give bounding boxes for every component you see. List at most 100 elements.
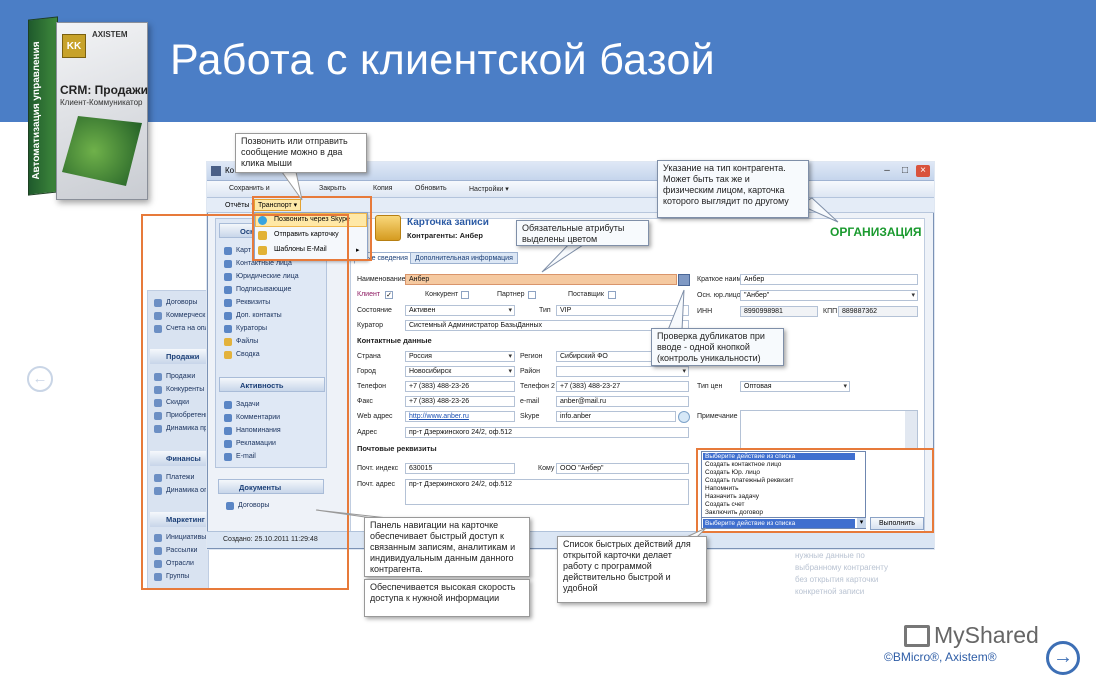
email-field[interactable]: anber@mail.ru <box>556 396 689 407</box>
quick-action-item[interactable]: Создать контактное лицо <box>705 461 782 468</box>
nav-item[interactable]: Подписывающие <box>224 286 291 294</box>
supplier-checkbox[interactable] <box>608 291 616 299</box>
nav-section-documents[interactable]: Документы <box>218 479 324 494</box>
bg-nav-item[interactable]: Группы <box>154 573 189 581</box>
close-icon[interactable]: × <box>916 165 930 177</box>
nav-item[interactable]: Договоры <box>226 502 269 510</box>
address-label: Адрес <box>357 429 378 436</box>
bg-section-marketing[interactable]: Маркетинг <box>150 512 210 527</box>
prev-slide-icon[interactable]: ← <box>27 366 53 392</box>
country-select[interactable]: Россия <box>405 351 515 362</box>
bg-nav-item[interactable]: Рассылки <box>154 547 197 555</box>
close-button[interactable]: Закрыть <box>319 185 346 192</box>
notes-textarea[interactable] <box>740 410 918 450</box>
nav-item[interactable]: Юридические лица <box>224 273 299 281</box>
bg-section-finance[interactable]: Финансы <box>150 451 210 466</box>
phone-field[interactable]: +7 (383) 488-23-26 <box>405 381 515 392</box>
chart-icon <box>154 412 162 420</box>
card-title: Карточка записи <box>407 217 489 228</box>
send-card-item[interactable]: Отправить карточку <box>258 231 339 240</box>
quick-action-item[interactable]: Заключить договор <box>705 509 764 516</box>
callout-quick-actions: Список быстрых действий для открытой кар… <box>557 536 707 603</box>
phone2-field[interactable]: +7 (383) 488-23-27 <box>556 381 689 392</box>
inn-field[interactable]: 8990998981 <box>740 306 818 317</box>
nav-item[interactable]: Сводка <box>224 351 260 359</box>
bg-nav-item[interactable]: Динамика про <box>154 425 212 433</box>
fax-field[interactable]: +7 (383) 488-23-26 <box>405 396 515 407</box>
quick-action-item[interactable]: Напомнить <box>705 485 739 492</box>
transport-menu[interactable]: Транспорт ▾ <box>254 199 302 211</box>
reports-menu[interactable]: Отчёты ▾ <box>225 202 255 209</box>
bg-nav-item[interactable]: Коммерческ <box>154 312 205 320</box>
nav-item[interactable]: Комментарии <box>224 414 280 422</box>
email-templates-item[interactable]: Шаблоны E-Mail▸ <box>258 246 360 255</box>
skype-field[interactable]: info.anber <box>556 411 676 422</box>
bg-nav-item[interactable]: Скидки <box>154 399 189 407</box>
call-skype-item[interactable]: Позвонить через Skype <box>258 216 350 225</box>
partner-checkbox[interactable] <box>528 291 536 299</box>
kpp-field[interactable]: 889887362 <box>838 306 918 317</box>
quick-actions-select[interactable]: Выберите действие из списка <box>701 517 866 529</box>
competitor-label: Конкурент <box>425 291 459 298</box>
nav-section-activity[interactable]: Активность <box>219 377 325 392</box>
main-legal-select[interactable]: "Анбер" <box>740 290 918 301</box>
quick-action-item[interactable]: Создать платежный реквизит <box>705 477 794 484</box>
nav-item[interactable]: Доп. контакты <box>224 312 282 320</box>
nav-item[interactable]: E-mail <box>224 453 256 461</box>
bg-section-sales[interactable]: Продажи <box>150 349 210 364</box>
nav-item[interactable]: Кураторы <box>224 325 267 333</box>
address-field[interactable]: пр-т Дзержинского 24/2, оф.512 <box>405 427 689 438</box>
notes-scrollbar[interactable] <box>905 411 917 449</box>
city-select[interactable]: Новосибирск <box>405 366 515 377</box>
next-slide-icon[interactable]: → <box>1046 641 1080 675</box>
zip-field[interactable]: 630015 <box>405 463 515 474</box>
bg-nav-item[interactable]: Конкуренты <box>154 386 204 394</box>
bg-nav-item[interactable]: Динамика опла <box>154 487 216 495</box>
quick-action-item[interactable]: Создать Юр. лицо <box>705 469 760 476</box>
to-field[interactable]: ООО "Анбер" <box>556 463 689 474</box>
maximize-icon[interactable]: □ <box>901 165 909 176</box>
curator-field[interactable]: Системный Администратор БазыДанных <box>405 320 689 331</box>
tab-additional-info[interactable]: Дополнительная информация <box>410 252 518 264</box>
district-select[interactable] <box>556 366 689 377</box>
nav-item[interactable]: Реквизиты <box>224 299 270 307</box>
short-name-field[interactable]: Анбер <box>740 274 918 285</box>
type-field[interactable]: VIP <box>556 305 689 316</box>
background-nav-panel: Договоры Коммерческ Счета на опл Продажи… <box>147 290 216 590</box>
bg-nav-item[interactable]: Счета на опл <box>154 325 209 333</box>
chevron-down-icon[interactable]: ▾ <box>857 518 866 528</box>
postal-address-field[interactable]: пр-т Дзержинского 24/2, оф.512 <box>405 479 689 505</box>
client-checkbox[interactable]: ✓ <box>385 291 393 299</box>
state-label: Состояние <box>357 307 392 314</box>
settings-button[interactable]: Настройки ▾ <box>469 186 509 193</box>
bg-nav-item[interactable]: Отрасли <box>154 560 194 568</box>
price-type-select[interactable]: Оптовая <box>740 381 850 392</box>
nav-item[interactable]: Рекламации <box>224 440 276 448</box>
refresh-button[interactable]: Обновить <box>415 185 447 192</box>
district-label: Район <box>520 368 540 375</box>
nav-item[interactable]: Напоминания <box>224 427 281 435</box>
quick-action-item[interactable]: Создать счет <box>705 501 745 508</box>
name-field[interactable]: Анбер <box>405 274 677 285</box>
web-field[interactable]: http://www.anber.ru <box>405 411 515 422</box>
skype-icon[interactable] <box>678 411 690 423</box>
quick-action-item[interactable]: Выберите действие из списка <box>703 453 855 460</box>
state-select[interactable]: Активен <box>405 305 515 316</box>
bg-nav-item[interactable]: Приобретени <box>154 412 209 420</box>
nav-item[interactable]: Контактные лица <box>224 260 292 268</box>
copy-button[interactable]: Копия <box>373 185 393 192</box>
quick-action-item[interactable]: Назначить задачу <box>705 493 759 500</box>
bg-nav-item[interactable]: Продажи <box>154 373 195 381</box>
save-button[interactable]: Сохранить и <box>229 185 270 192</box>
nav-item[interactable]: Задачи <box>224 401 260 409</box>
check-duplicates-button[interactable] <box>678 274 690 286</box>
comment-icon <box>224 414 232 422</box>
minimize-icon[interactable]: – <box>884 165 890 176</box>
nav-item[interactable]: Файлы <box>224 338 258 346</box>
bg-nav-item[interactable]: Платежи <box>154 474 194 482</box>
competitor-checkbox[interactable] <box>461 291 469 299</box>
nav-item[interactable]: Карт <box>224 247 251 255</box>
bg-nav-item[interactable]: Договоры <box>154 299 197 307</box>
bg-nav-item[interactable]: Инициативы <box>154 534 206 542</box>
execute-button[interactable]: Выполнить <box>870 517 924 530</box>
